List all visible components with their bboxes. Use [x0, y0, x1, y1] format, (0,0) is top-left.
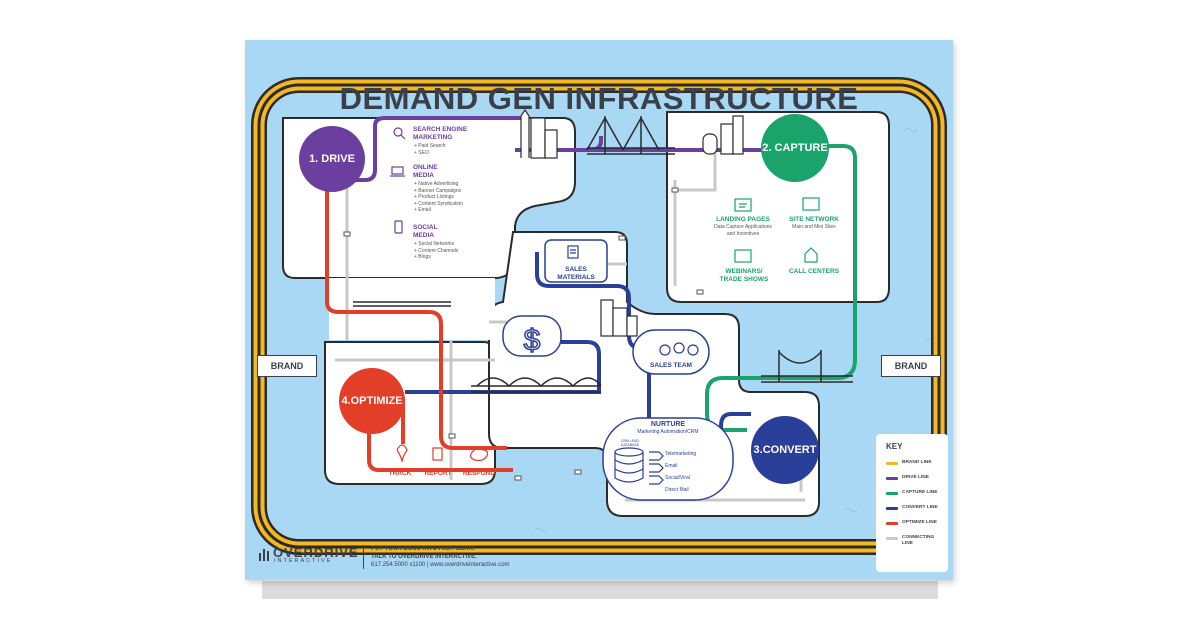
online-media-items: + Native Advertising+ Banner Campaigns +… [414, 181, 464, 214]
sem-items: + Paid Search+ SEO [414, 143, 446, 156]
key-item: BRAND LINE [886, 460, 944, 466]
logo-sub: INTERACTIVE [274, 558, 333, 564]
sales-team-title: SALES TEAM [650, 362, 692, 369]
key-swatch [886, 492, 898, 495]
map-key: KEY BRAND LINE DRIVE LINE CAPTURE LINE C… [876, 434, 948, 572]
dollar-icon: $ [524, 324, 541, 357]
footer-divider [363, 545, 364, 569]
bars-icon [259, 549, 269, 561]
site-network-sub: Main and Mini Sites [792, 224, 836, 230]
key-item: CONNECTING LINE [886, 535, 934, 547]
stop-drive: 1. DRIVE [299, 126, 365, 192]
key-swatch [886, 537, 898, 540]
stop-capture: 2. CAPTURE [761, 114, 829, 182]
brand-label-right: BRAND [881, 355, 941, 377]
key-item: DRIVE LINE [886, 475, 944, 481]
brand-label-left: BRAND [257, 355, 317, 377]
footer-text: PUT YOUR DCCO INTO HIGH GEAR! TALK TO OV… [371, 546, 510, 568]
key-swatch [886, 477, 898, 480]
report-label: REPORT [424, 470, 452, 477]
key-swatch [886, 462, 898, 465]
respond-label: RESPOND [462, 470, 496, 477]
webinars-title: WEBINARS/TRADE SHOWS [719, 268, 769, 283]
key-item: CONVERT LINE [886, 505, 944, 511]
logo-main: OVERDRIVE [273, 545, 359, 560]
poster-shadow [262, 581, 938, 599]
key-item: OPTIMIZE LINE [886, 520, 944, 526]
call-centers-title: CALL CENTERS [788, 268, 840, 275]
key-swatch [886, 522, 898, 525]
key-title: KEY [886, 442, 903, 451]
site-network-title: SITE NETWORK [789, 216, 839, 223]
track-label: TRACK [388, 470, 412, 477]
social-media-items: + Social Networks+ Content Channels + Bl… [414, 241, 459, 261]
metro-map: $ [251, 77, 947, 555]
infographic-poster: $ DEMAND GEN INFRASTRUCTURE BRAND BRAND … [245, 40, 953, 580]
page-title: DEMAND GEN INFRASTRUCTURE [339, 81, 859, 116]
stop-optimize: 4.OPTIMIZE [339, 368, 405, 434]
landing-pages-title: LANDING PAGES [716, 216, 770, 223]
key-item: CAPTURE LINE [886, 490, 944, 496]
stop-convert: 3.CONVERT [751, 416, 819, 484]
nurture-title: NURTURE [650, 421, 686, 428]
key-swatch [886, 507, 898, 510]
nurture-sub: Marketing Automation/CRM [637, 429, 699, 435]
